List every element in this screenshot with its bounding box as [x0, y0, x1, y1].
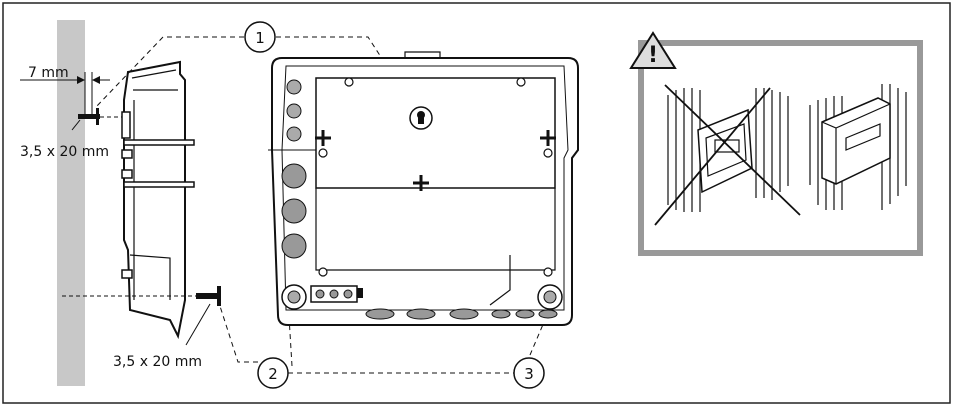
callout-3: 3 [513, 357, 545, 389]
gap-dimension-label: 7 mm [28, 65, 69, 81]
top-screw [78, 114, 100, 119]
top-screw-label: 3,5 x 20 mm [20, 144, 109, 160]
bottom-screw-label: 3,5 x 20 mm [113, 354, 202, 370]
correct-install-illustration [809, 84, 907, 210]
svg-text:3: 3 [524, 365, 534, 383]
svg-text:1: 1 [255, 29, 265, 47]
svg-text:!: ! [648, 43, 658, 68]
side-view: 7 mm 3,5 x 20 mm 3,5 x 20 mm [20, 20, 221, 386]
svg-text:2: 2 [268, 365, 278, 383]
housing-side-profile [123, 60, 186, 340]
warning-panel: ! [629, 31, 923, 256]
warning-triangle-icon: ! [629, 31, 677, 69]
bottom-screw [196, 293, 220, 299]
callout-1: 1 [244, 21, 276, 53]
wrong-install-illustration [654, 84, 801, 226]
callout-2: 2 [257, 357, 289, 389]
back-view [268, 51, 579, 326]
mounting-plate [315, 77, 556, 189]
